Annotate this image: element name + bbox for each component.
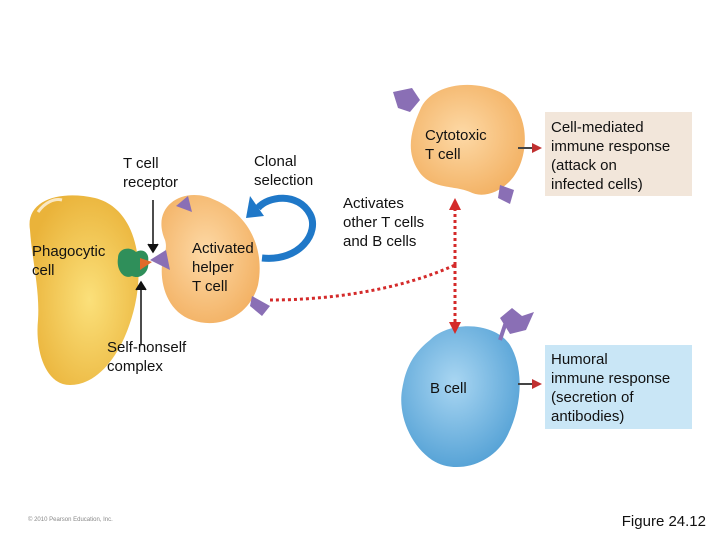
self-nonself-complex-label: Self-nonself complex [107,339,187,375]
b-cell [401,308,534,468]
cell-mediated-response-box: Cell-mediated immune response (attack on… [551,119,671,193]
copyright-notice: © 2010 Pearson Education, Inc. [28,517,113,523]
humoral-box-bg [545,345,692,429]
b-cell-label: B cell [430,380,467,397]
phagocytic-cell-label: Phagocytic cell [32,243,106,279]
self-nonself-complex [117,248,152,278]
phagocytic-cell [29,195,139,385]
activated-helper-t-cell [150,194,270,324]
activation-pathway [269,198,461,334]
cytotoxic-t-cell-label: Cytotoxic T cell [425,127,487,163]
t-cell-receptor-label: T cell receptor [123,155,179,191]
output-arrows [518,143,542,389]
cell-mediated-box-bg [545,112,692,196]
clonal-selection-label: Clonal selection [254,153,314,189]
cytotoxic-t-cell [393,84,525,204]
activated-helper-t-cell-label: Activated helper T cell [192,240,254,295]
activates-other-cells-label: Activates other T cells and B cells [343,195,425,250]
clonal-selection-arrow [246,194,316,262]
label-pointers [135,200,159,345]
figure-number: Figure 24.12 [621,513,706,530]
humoral-response-box: Humoral immune response (secretion of an… [551,351,671,425]
